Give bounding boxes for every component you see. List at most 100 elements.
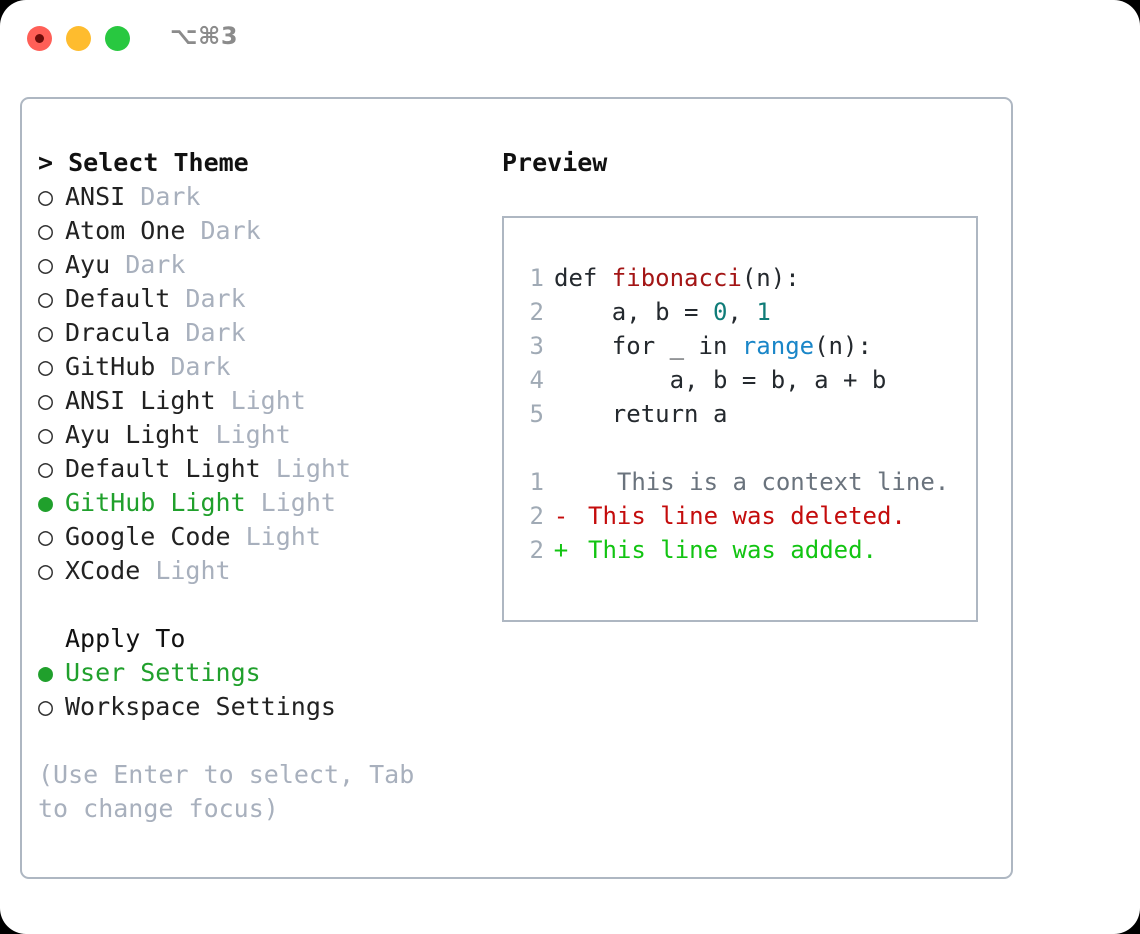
theme-option-category: Dark bbox=[170, 318, 246, 347]
radio-unselected-icon: ○ bbox=[38, 318, 54, 347]
apply-to-option-user-settings[interactable]: ● User Settings bbox=[38, 656, 488, 690]
code-token-num: 1 bbox=[756, 298, 771, 326]
code-line: 4 a, b = b, a + b bbox=[504, 363, 976, 397]
keyboard-shortcut-label: ⌥⌘3 bbox=[170, 22, 239, 50]
theme-option-label: ANSI bbox=[65, 182, 126, 211]
theme-option-label: Ayu bbox=[65, 250, 111, 279]
title-bar: ⌥⌘3 bbox=[0, 0, 1140, 78]
code-line-number: 4 bbox=[529, 366, 544, 394]
close-button[interactable] bbox=[27, 26, 52, 51]
code-token-fn: fibonacci bbox=[611, 264, 742, 292]
radio-unselected-icon: ○ bbox=[38, 386, 54, 415]
theme-option-label: ANSI Light bbox=[65, 386, 216, 415]
code-token-plain: a, b = b, a + b bbox=[554, 366, 887, 394]
theme-option-category: Light bbox=[200, 420, 291, 449]
apply-to-option-label: Workspace Settings bbox=[65, 692, 336, 721]
code-token-plain: a, b = bbox=[554, 298, 713, 326]
diff-marker-add: + bbox=[553, 536, 569, 564]
code-token-call: range bbox=[741, 332, 815, 360]
radio-unselected-icon: ○ bbox=[38, 420, 54, 449]
theme-option-label: GitHub bbox=[65, 352, 156, 381]
diff-marker-del: - bbox=[553, 502, 569, 530]
theme-option-default-light[interactable]: ○ Default Light Light bbox=[38, 452, 488, 486]
theme-list: ○ANSI Dark○Atom One Dark○Ayu Dark○Defaul… bbox=[38, 180, 488, 588]
diff-line-number: 1 bbox=[529, 468, 544, 496]
zoom-button[interactable] bbox=[105, 26, 130, 51]
code-line-number: 2 bbox=[529, 298, 544, 326]
theme-option-ansi-light[interactable]: ○ ANSI Light Light bbox=[38, 384, 488, 418]
window-controls bbox=[27, 26, 130, 51]
theme-option-label: Default bbox=[65, 284, 171, 313]
theme-option-category: Dark bbox=[155, 352, 231, 381]
theme-option-label: XCode bbox=[65, 556, 141, 585]
diff-line-add: 2+This line was added. bbox=[504, 533, 976, 567]
main-panel: > Select Theme ○ANSI Dark○Atom One Dark○… bbox=[20, 97, 1013, 879]
keyboard-hint: (Use Enter to select, Tab to change focu… bbox=[38, 760, 415, 823]
theme-option-label: Ayu Light bbox=[65, 420, 201, 449]
radio-unselected-icon: ○ bbox=[38, 454, 54, 483]
theme-option-ayu[interactable]: ○ Ayu Dark bbox=[38, 248, 488, 282]
code-line-number: 5 bbox=[529, 400, 544, 428]
code-token-plain: for _ in bbox=[554, 332, 742, 360]
theme-option-category: Dark bbox=[110, 250, 186, 279]
list-spacer bbox=[38, 588, 488, 622]
theme-option-ayu-light[interactable]: ○ Ayu Light Light bbox=[38, 418, 488, 452]
code-line: 5 return a bbox=[504, 397, 976, 431]
theme-option-category: Light bbox=[230, 522, 321, 551]
code-line-number: 1 bbox=[529, 264, 544, 292]
code-line-text: a, b = 0, 1 bbox=[544, 295, 771, 329]
code-line-text: a, b = b, a + b bbox=[544, 363, 887, 397]
code-line-text: return a bbox=[544, 397, 728, 431]
minimize-button[interactable] bbox=[66, 26, 91, 51]
theme-option-github-light[interactable]: ●GitHub Light Light bbox=[38, 486, 488, 520]
radio-selected-icon: ● bbox=[38, 658, 54, 687]
preview-title: Preview bbox=[502, 148, 608, 177]
theme-option-github[interactable]: ○ GitHub Dark bbox=[38, 350, 488, 384]
theme-option-dracula[interactable]: ○ Dracula Dark bbox=[38, 316, 488, 350]
radio-unselected-icon: ○ bbox=[38, 284, 54, 313]
theme-option-category: Dark bbox=[170, 284, 246, 313]
theme-picker-column: > Select Theme ○ANSI Dark○Atom One Dark○… bbox=[38, 146, 488, 826]
theme-option-label: Default Light bbox=[65, 454, 261, 483]
theme-option-label: Dracula bbox=[65, 318, 171, 347]
diff-line-text: This line was deleted. bbox=[588, 502, 906, 530]
theme-option-category: Dark bbox=[125, 182, 201, 211]
theme-option-xcode[interactable]: ○XCode Light bbox=[38, 554, 488, 588]
diff-line-text: This line was added. bbox=[588, 536, 877, 564]
select-theme-header: > Select Theme bbox=[38, 148, 249, 177]
theme-option-category: Light bbox=[215, 386, 306, 415]
apply-to-option-workspace-settings[interactable]: ○ Workspace Settings bbox=[38, 690, 488, 724]
radio-unselected-icon: ○ bbox=[38, 352, 54, 381]
code-diff-spacer bbox=[504, 431, 976, 465]
radio-unselected-icon: ○ bbox=[38, 250, 54, 279]
theme-option-default[interactable]: ○ Default Dark bbox=[38, 282, 488, 316]
theme-option-label: Google Code bbox=[65, 522, 231, 551]
apply-to-header: Apply To bbox=[65, 624, 186, 653]
radio-unselected-icon: ○ bbox=[38, 692, 54, 721]
diff-sample: 1 This is a context line. 2-This line was… bbox=[504, 465, 976, 567]
theme-option-category: Dark bbox=[185, 216, 261, 245]
theme-option-category: Light bbox=[260, 454, 351, 483]
theme-option-google-code[interactable]: ○Google Code Light bbox=[38, 520, 488, 554]
theme-option-ansi[interactable]: ○ANSI Dark bbox=[38, 180, 488, 214]
diff-line-ctx: 1 This is a context line. bbox=[504, 465, 976, 499]
code-line-text: def fibonacci(n): bbox=[544, 261, 800, 295]
code-token-plain: (n): bbox=[814, 332, 872, 360]
code-line-text: for _ in range(n): bbox=[544, 329, 872, 363]
radio-unselected-icon: ○ bbox=[38, 216, 54, 245]
theme-option-label: GitHub Light bbox=[65, 488, 246, 517]
radio-unselected-icon: ○ bbox=[38, 556, 54, 585]
code-token-plain: (n): bbox=[741, 264, 800, 292]
theme-option-label: Atom One bbox=[65, 216, 186, 245]
code-token-plain: , bbox=[727, 298, 757, 326]
apply-to-option-label: User Settings bbox=[65, 658, 261, 687]
theme-option-category: Light bbox=[245, 488, 336, 517]
theme-option-atom-one[interactable]: ○ Atom One Dark bbox=[38, 214, 488, 248]
diff-line-number: 2 bbox=[529, 502, 544, 530]
apply-to-list: ● User Settings ○ Workspace Settings bbox=[38, 656, 488, 724]
